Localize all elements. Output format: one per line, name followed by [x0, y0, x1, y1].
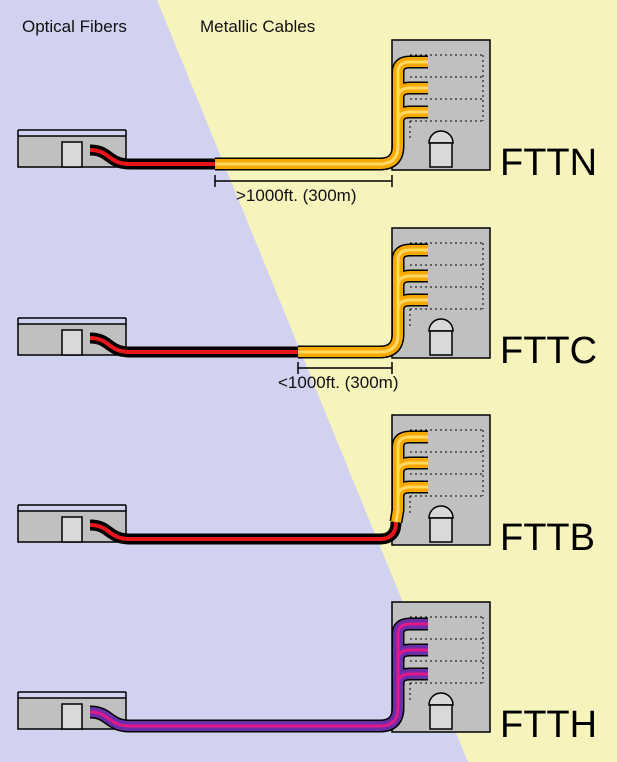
distance-label: <1000ft. (300m)	[278, 373, 399, 392]
fttb-label: FTTB	[500, 517, 595, 559]
central-office	[17, 129, 127, 168]
dish-icon	[428, 318, 454, 332]
distance-marker	[297, 362, 393, 374]
dish-icon	[428, 130, 454, 144]
fttn-label: FTTN	[500, 142, 597, 184]
subscriber-building	[391, 601, 491, 733]
cable	[89, 430, 428, 545]
optical-region	[0, 0, 468, 762]
panel-ftth: FTTH	[17, 601, 597, 746]
panel-fttn: >1000ft. (300m) FTTN	[17, 39, 597, 205]
fttc-label: FTTC	[500, 330, 597, 372]
cable	[89, 243, 428, 359]
dish-icon	[428, 505, 454, 519]
cable	[89, 617, 428, 733]
panel-fttc: <1000ft. (300m) FTTC	[17, 227, 597, 392]
cable	[89, 55, 428, 171]
dish-icon	[428, 692, 454, 706]
distance-label: >1000ft. (300m)	[236, 186, 357, 205]
metallic-cables-label: Metallic Cables	[200, 17, 315, 36]
panel-fttb: FTTB	[17, 414, 595, 559]
distance-marker	[214, 175, 393, 187]
ftth-label: FTTH	[500, 704, 597, 746]
optical-fibers-label: Optical Fibers	[22, 17, 127, 36]
